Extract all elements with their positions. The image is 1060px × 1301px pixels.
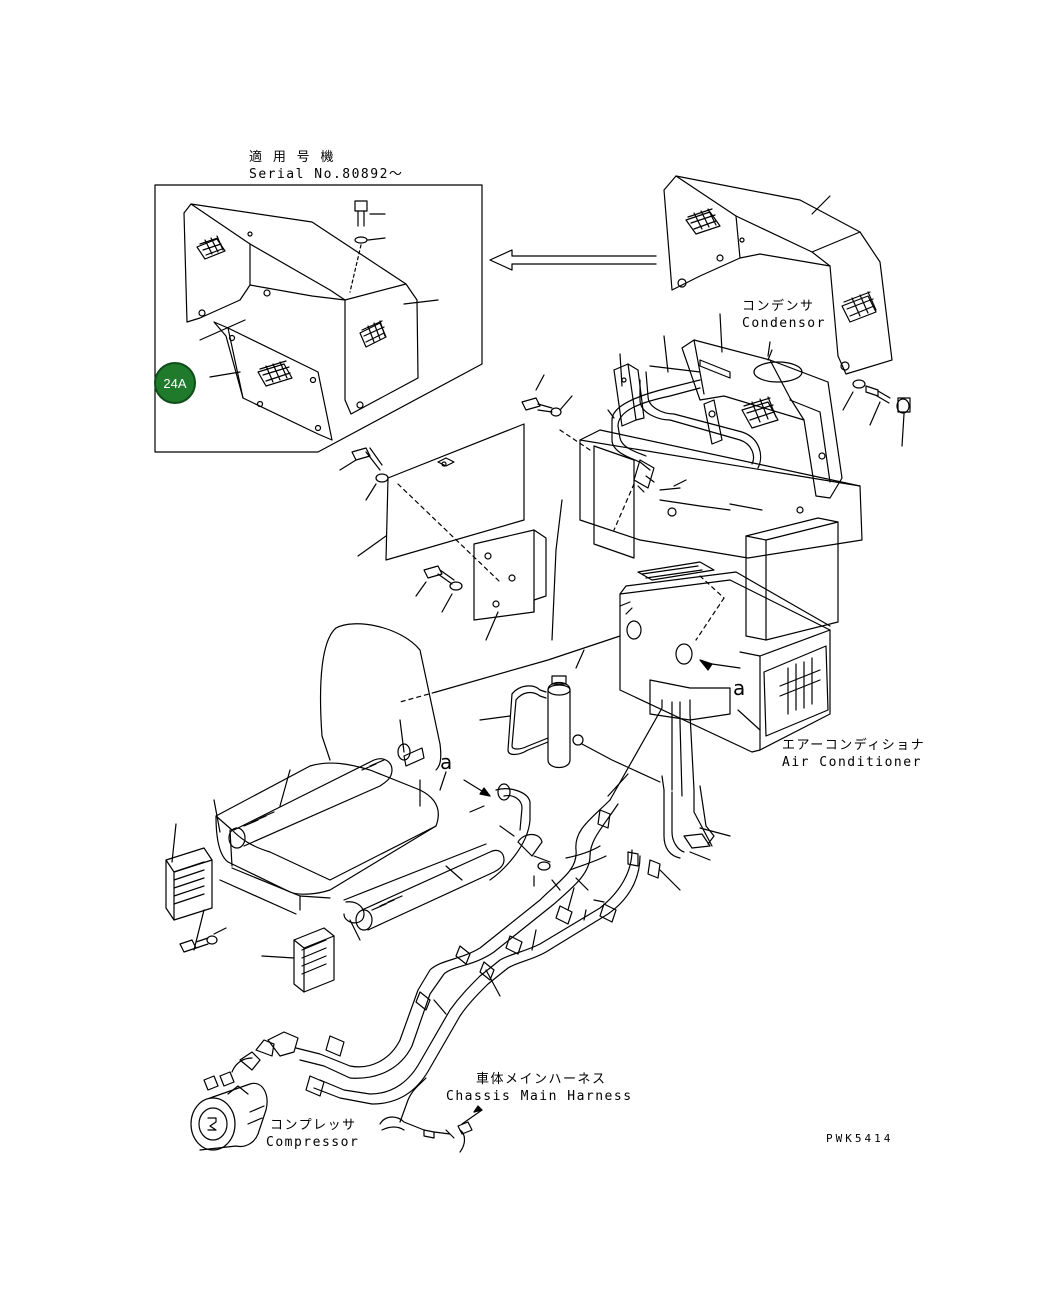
louver-left: [165, 847, 213, 921]
harness-label-en: Chassis Main Harness: [446, 1089, 633, 1104]
aircon-label-en: Air Conditioner: [782, 755, 922, 770]
seat-duct-tubes: [228, 743, 531, 931]
bolt-washer-nut-right: [842, 379, 911, 447]
compressor-label-en: Compressor: [266, 1135, 360, 1150]
harness-label-jp: 車体メインハーネス: [476, 1072, 607, 1087]
condenser-label-jp: コンデンサ: [742, 299, 815, 314]
reference-mark-a-aircon: a: [733, 676, 746, 700]
compressor: [190, 1057, 268, 1151]
rear-cover: [663, 175, 893, 375]
aircon-label-jp: エアーコンディショナ: [782, 738, 926, 753]
callout-label: 24A: [163, 375, 187, 391]
screws-lower-left: [179, 825, 551, 953]
side-panel: [385, 423, 525, 583]
inset-grille-plate: [213, 321, 333, 441]
arrow-to-inset: [489, 249, 657, 271]
duct-cover: [579, 429, 863, 641]
mounting-bracket: [473, 529, 547, 621]
condenser-label-en: Condensor: [742, 316, 826, 331]
receiver-drier: [479, 649, 585, 769]
callout-24a-badge[interactable]: 24A: [154, 362, 196, 404]
condenser-bracket: [613, 363, 645, 427]
air-conditioner-unit: [619, 561, 831, 753]
condenser: [681, 339, 843, 499]
seat-duct: [215, 623, 487, 924]
drawing-code: PWK5414: [826, 1132, 894, 1145]
bolts-left-middle: [339, 374, 573, 613]
louver-right: [293, 927, 335, 993]
compressor-label-jp: コンプレッサ: [270, 1118, 357, 1133]
inset-title-jp: 適 用 号 機: [249, 150, 335, 165]
inset-rear-cover: [183, 203, 419, 415]
refrigerant-hoses: [239, 799, 641, 1105]
inset-bolt: [349, 200, 368, 293]
inset-title-serial: Serial No.80892～: [249, 167, 404, 182]
ac-outlet-pipes: [597, 699, 715, 879]
reference-mark-a-seat: a: [440, 750, 453, 774]
inset-frame: [154, 184, 483, 453]
chassis-harness: [379, 1077, 483, 1153]
